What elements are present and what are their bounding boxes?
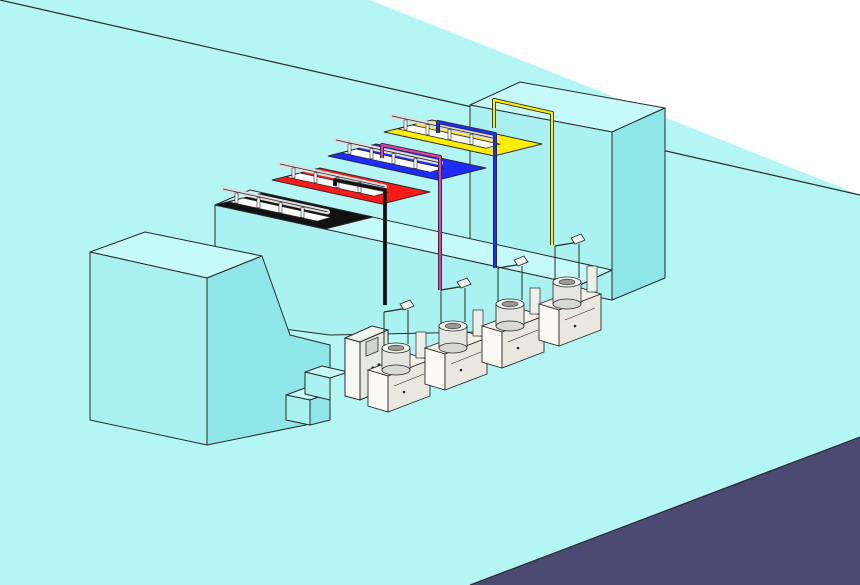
ink-supply-units	[366, 233, 603, 413]
supply-pipe-2	[380, 143, 442, 290]
ink-supply-pipes	[333, 98, 554, 305]
floor-back-edge	[0, 0, 860, 196]
ink-supply-unit-4[interactable]	[537, 233, 603, 347]
ink-tray-3	[327, 137, 487, 181]
floor-edge-line	[469, 436, 860, 585]
supply-pipe-1	[333, 178, 387, 305]
ink-tray-4	[383, 113, 543, 157]
ink-trays	[214, 113, 543, 230]
ink-supply-unit-1[interactable]	[366, 299, 432, 413]
ink-supply-unit-3[interactable]	[480, 255, 546, 369]
supply-pipe-4	[492, 98, 554, 245]
ink-tray-1	[214, 186, 374, 230]
ink-supply-unit-2[interactable]	[423, 277, 489, 391]
access-steps	[285, 365, 349, 426]
supply-pipe-3	[436, 120, 497, 268]
